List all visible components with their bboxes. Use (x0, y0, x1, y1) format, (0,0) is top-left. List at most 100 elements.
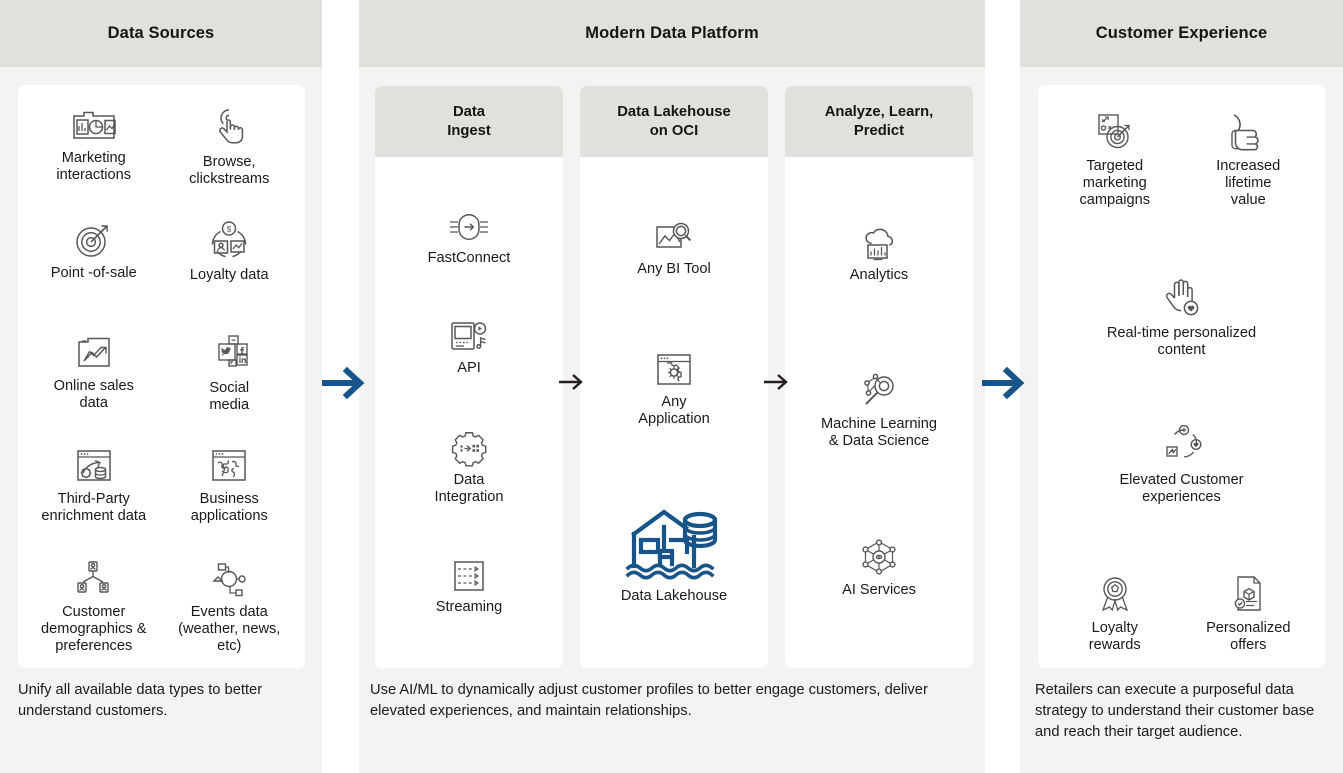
fastconnect-icon (446, 209, 492, 245)
list-item-api[interactable]: API (444, 319, 494, 377)
business-applications-icon (208, 446, 250, 486)
customer-demographics-icon (72, 559, 116, 599)
bi-tool-icon (652, 220, 696, 256)
list-item-loyalty-rewards[interactable]: Loyalty rewards (1048, 573, 1182, 654)
list-item-third-party-enrichment[interactable]: Third-Party enrichment data (26, 446, 162, 559)
list-item-realtime-personalized-content[interactable]: Real-time personalized content (1048, 276, 1315, 359)
subcolumn-header-data-lakehouse: Data Lakehouse on OCI (580, 86, 768, 157)
subcolumn-header-analyze-learn-predict: Analyze, Learn, Predict (785, 86, 973, 157)
list-item-analytics[interactable]: Analytics (846, 226, 912, 284)
list-item-label: Social media (209, 380, 250, 414)
list-item-streaming[interactable]: Streaming (432, 558, 507, 616)
list-item-events-data[interactable]: Events data (weather, news, etc) (162, 559, 298, 672)
data-integration-gear-icon (448, 429, 490, 467)
list-item-data-lakehouse[interactable]: Data Lakehouse (616, 501, 732, 605)
arrow-ingest-to-lakehouse-icon (557, 368, 587, 396)
page-title-data-sources: Data Sources (107, 24, 215, 42)
subcolumn-title: Data Ingest (447, 103, 491, 139)
subcolumn-body-analyze-learn-predict: Analytics (785, 157, 973, 668)
thumbs-up-icon (1226, 111, 1270, 153)
list-item-any-bi-tool[interactable]: Any BI Tool (633, 220, 715, 278)
list-item-label: Events data (weather, news, etc) (178, 604, 281, 655)
panel-modern-data-platform: Modern Data Platform Data Ingest (359, 0, 985, 773)
list-item-label: Point -of-sale (50, 265, 137, 281)
list-item-label: Elevated Customer experiences (1119, 472, 1244, 506)
list-item-personalized-offers[interactable]: Personalized offers (1182, 573, 1316, 654)
list-item-label: Data Lakehouse (620, 588, 728, 605)
list-item-fastconnect[interactable]: FastConnect (424, 209, 515, 267)
list-item-data-integration[interactable]: Data Integration (431, 429, 508, 506)
list-item-marketing-interactions[interactable]: Marketing interactions (26, 107, 162, 220)
list-item-point-of-sale[interactable]: Point -of-sale (26, 220, 162, 333)
panel-header-modern-data-platform: Modern Data Platform (359, 0, 985, 67)
machine-learning-icon (857, 371, 901, 411)
events-data-icon (206, 559, 252, 599)
list-item-label: Customer demographics & preferences (41, 604, 147, 655)
panel-header-data-sources: Data Sources (0, 0, 322, 67)
subcolumn-body-data-lakehouse: Any BI Tool (580, 157, 768, 668)
list-item-label: Marketing interactions (56, 150, 132, 184)
svg-text:$: $ (227, 225, 232, 234)
caption-modern-data-platform: Use AI/ML to dynamically adjust customer… (370, 682, 928, 719)
ai-services-icon (858, 537, 900, 577)
page-title-modern-data-platform: Modern Data Platform (585, 24, 759, 42)
customer-experience-card: Targeted marketing campaigns Increased l… (1038, 85, 1325, 668)
list-item-label: Analytics (849, 267, 909, 284)
list-item-targeted-marketing-campaigns[interactable]: Targeted marketing campaigns (1048, 111, 1182, 209)
subcolumn-header-data-ingest: Data Ingest (375, 86, 563, 157)
subcolumn-data-ingest: Data Ingest FastC (375, 86, 563, 668)
data-sources-card: Marketing interactions Browse, cl (18, 85, 305, 668)
list-item-label: Online sales data (53, 378, 134, 412)
list-item-label: Loyalty data (189, 267, 269, 283)
list-item-label: Loyalty rewards (1088, 619, 1141, 653)
list-item-label: Targeted marketing campaigns (1079, 158, 1151, 209)
target-arrow-icon (73, 220, 115, 260)
subcolumn-data-lakehouse: Data Lakehouse on OCI (580, 86, 768, 668)
elevated-experience-icon (1156, 425, 1208, 467)
list-item-label: Real-time personalized content (1106, 324, 1257, 358)
list-item-label: Increased lifetime value (1216, 158, 1281, 209)
page-title-customer-experience: Customer Experience (1095, 24, 1268, 42)
analytics-cloud-icon (857, 226, 901, 262)
list-item-label: Streaming (435, 598, 503, 615)
list-item-social-media[interactable]: Social media (162, 333, 298, 446)
online-sales-chart-icon (72, 333, 116, 373)
list-item-elevated-customer-experiences[interactable]: Elevated Customer experiences (1048, 425, 1315, 506)
list-item-label: Any Application (638, 393, 710, 427)
subcolumn-body-data-ingest: FastConnect (375, 157, 563, 668)
any-application-icon (653, 351, 695, 389)
list-item-label: Browse, clickstreams (189, 154, 270, 188)
list-item-business-applications[interactable]: Business applications (162, 446, 298, 559)
list-item-online-sales-data[interactable]: Online sales data (26, 333, 162, 446)
arrow-sources-to-platform-icon (320, 362, 368, 404)
list-item-label: Third-Party enrichment data (41, 491, 147, 525)
caption-customer-experience: Retailers can execute a purposeful data … (1035, 682, 1315, 740)
list-item-browse-clickstreams[interactable]: Browse, clickstreams (162, 107, 298, 220)
data-sources-grid: Marketing interactions Browse, cl (18, 85, 305, 668)
customer-experience-grid: Targeted marketing campaigns Increased l… (1038, 85, 1325, 668)
list-item-increased-lifetime-value[interactable]: Increased lifetime value (1182, 111, 1316, 209)
list-item-label: FastConnect (427, 249, 511, 266)
subcolumn-title: Analyze, Learn, Predict (824, 103, 934, 139)
list-item-any-application[interactable]: Any Application (634, 351, 713, 428)
data-lakehouse-icon (620, 501, 728, 583)
panel-header-customer-experience: Customer Experience (1020, 0, 1343, 67)
hand-heart-icon (1159, 276, 1205, 320)
arrow-platform-to-experience-icon (980, 362, 1028, 404)
list-item-label: Any BI Tool (637, 260, 711, 277)
panel-data-sources: Data Sources (0, 0, 322, 773)
list-item-machine-learning[interactable]: Machine Learning & Data Science (817, 371, 941, 450)
list-item-ai-services[interactable]: AI Services (838, 537, 920, 599)
list-item-label: Business applications (190, 491, 268, 525)
streaming-icon (449, 558, 489, 594)
list-item-label: Machine Learning & Data Science (820, 415, 938, 449)
loyalty-data-icon: $ (206, 220, 252, 262)
click-hand-icon (207, 107, 251, 149)
list-item-label: API (457, 359, 481, 376)
platform-subcolumns: Data Ingest FastC (359, 86, 985, 668)
list-item-loyalty-data[interactable]: $ Loyalty data (162, 220, 298, 333)
marketing-interactions-icon (70, 107, 118, 145)
third-party-enrichment-icon (72, 446, 116, 486)
list-item-label: Data Integration (434, 471, 504, 505)
list-item-customer-demographics[interactable]: Customer demographics & preferences (26, 559, 162, 672)
